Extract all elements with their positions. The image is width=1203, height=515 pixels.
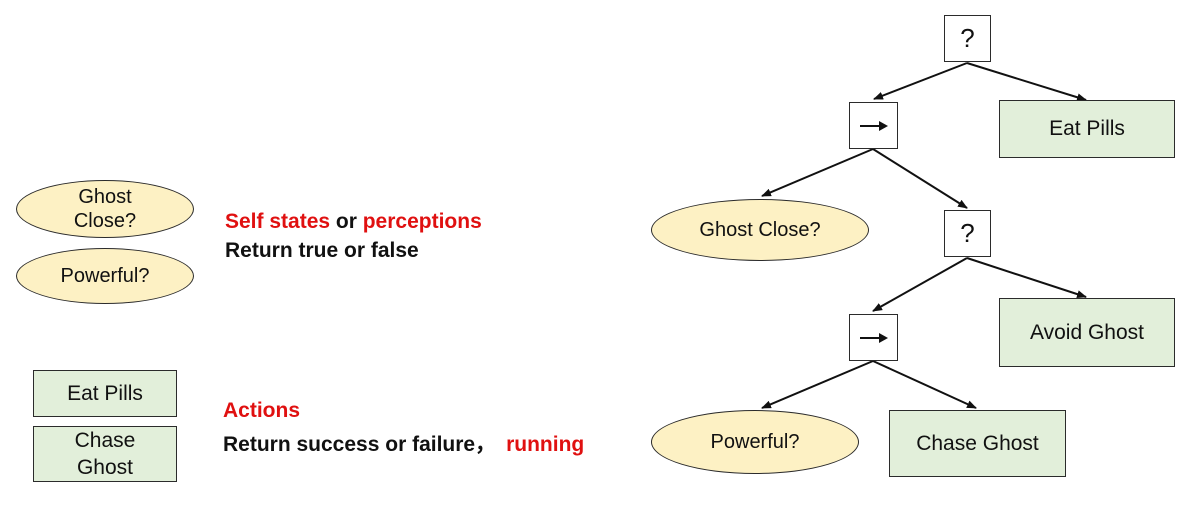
actions-note-title: Actions	[223, 399, 301, 422]
right-arrow-icon	[859, 332, 888, 343]
powerful-condition-node: Powerful?	[651, 410, 859, 474]
conditions-note-line-2: Return true or false	[225, 239, 419, 262]
conditions-note-line-1: Self states or perceptions	[225, 210, 482, 234]
edge-sequence-1-to-selector-2	[872, 148, 968, 209]
root-selector-node: ?	[944, 15, 991, 62]
right-arrow-icon	[859, 120, 888, 131]
or-joiner: or	[330, 210, 363, 233]
edge-sequence-2-to-powerful	[761, 360, 874, 409]
edge-selector-2-to-sequence-2	[872, 257, 968, 312]
sequence-node-1	[849, 102, 898, 149]
self-states-term: Self states	[225, 210, 331, 233]
ghost-close-condition-node: Ghost Close?	[651, 199, 869, 261]
sequence-node-2	[849, 314, 898, 361]
eat-pills-node: Eat Pills	[999, 100, 1175, 158]
perceptions-term: perceptions	[362, 210, 482, 233]
return-success-text: Return success or failure，	[223, 433, 497, 456]
legend-condition-ghost-close: Ghost Close?	[16, 180, 194, 238]
chase-ghost-node: Chase Ghost	[889, 410, 1066, 477]
edge-sequence-1-to-ghost-close	[761, 148, 874, 197]
edge-root-to-sequence-1	[873, 62, 968, 100]
edge-root-to-eat-pills	[966, 62, 1087, 102]
actions-note-line-2: Return success or failure， running	[223, 428, 584, 458]
avoid-ghost-node: Avoid Ghost	[999, 298, 1175, 367]
legend-action-eat-pills: Eat Pills	[33, 370, 177, 417]
edge-sequence-2-to-chase-ghost	[872, 360, 977, 409]
legend-action-chase-ghost: Chase Ghost	[33, 426, 177, 482]
running-term: running	[506, 433, 585, 456]
selector-node-2: ?	[944, 210, 991, 257]
legend-condition-powerful: Powerful?	[16, 248, 194, 304]
edge-selector-2-to-avoid-ghost	[966, 257, 1087, 298]
